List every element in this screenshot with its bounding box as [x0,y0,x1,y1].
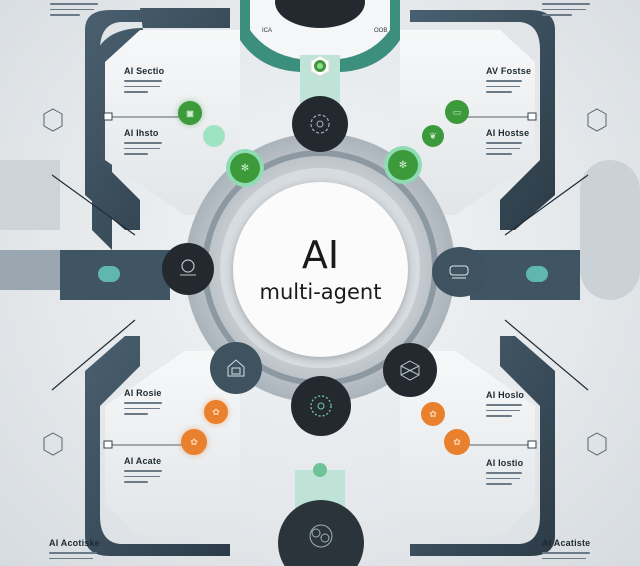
panel-item-title: AI Acate [124,456,162,466]
agent-node-bottom[interactable] [291,376,351,436]
orange-node-bl-2[interactable]: ✿ [181,429,207,455]
cube-network-icon [400,360,420,381]
hexagon-outline-icon [587,108,607,132]
panel-item-title: AI Rosie [124,388,162,398]
panel-item-title: AI Hoslo [486,390,525,400]
orange-node-bl-1[interactable]: ✿ [204,400,228,424]
chip-icon: ▣ [186,108,194,118]
green-node-tr-1[interactable]: ▭ [445,100,469,124]
molecule-icon: ✻ [240,162,250,174]
arc-note-right: OOB [374,28,388,34]
panel-item-title: AI Ihsto [124,128,159,138]
robot-arm-icon [449,265,469,279]
center-circle: AI multi-agent [233,182,408,357]
panel-bl-item-1: AI Rosie [124,388,162,415]
agent-node-lower-left[interactable] [210,342,262,394]
agent-node-left[interactable] [162,243,214,295]
panel-item-title: AI Hostse [486,128,530,138]
orange-node-br-1[interactable]: ✿ [421,402,445,426]
hexagon-outline-icon [43,108,63,132]
right-connector-button[interactable] [526,266,548,282]
top-left-notes [50,3,98,16]
agent-node-base[interactable] [278,500,364,566]
hexagon-outline-icon [43,432,63,456]
link-dot [313,463,327,477]
leaf-icon: ❦ [429,130,437,141]
footer-label-left: AI Acotiske [49,538,100,559]
network-cluster-icon [309,524,333,548]
panel-tl-item-1: AI Sectio [124,66,164,93]
center-title: AI [301,232,340,277]
panel-bl-item-2: AI Acate [124,456,162,483]
arc-note-left: ICA [262,28,273,34]
panel-item-title: AV Fostse [486,66,532,76]
green-node-tl-1[interactable]: ▣ [178,101,202,125]
hexagon-outline-icon [587,432,607,456]
green-node-tr-3[interactable]: ✻ [388,150,418,180]
green-node-tl-2[interactable]: ✻ [230,153,260,183]
brain-gear-icon [310,395,332,417]
top-right-notes [542,3,590,16]
molecule-icon: ✻ [398,159,408,171]
panel-item-title: AI Sectio [124,66,165,76]
cog-icon: ✿ [212,406,220,417]
panel-br-item-1: AI Hoslo [486,390,524,417]
left-connector-button[interactable] [98,266,120,282]
green-node-tr-2[interactable]: ❦ [422,125,444,147]
panel-tr-item-2: AI Hostse [486,128,529,155]
footer-label-right: AI Acatiste [542,538,590,559]
monitor-icon [180,259,196,276]
agent-node-right[interactable] [432,247,488,297]
panel-item-title: AI Iostio [486,458,524,468]
mint-node-tl [203,125,225,147]
footer-right-title: AI Acatiste [542,538,591,548]
gear-network-icon [310,114,330,134]
house-icon [227,359,245,377]
footer-left-title: AI Acotiske [49,538,100,548]
cog-icon: ✿ [190,436,198,447]
cog-icon: ✿ [453,436,461,447]
center-subtitle: multi-agent [259,279,382,304]
panel-tr-item-1: AV Fostse [486,66,531,93]
agent-node-lower-right[interactable] [383,343,437,397]
panel-tl-item-2: AI Ihsto [124,128,162,155]
panel-br-item-2: AI Iostio [486,458,523,485]
top-gem-icon [309,55,331,77]
agent-node-top[interactable] [292,96,348,152]
screen-icon: ▭ [452,106,462,117]
cog-icon: ✿ [429,408,437,419]
orange-node-br-2[interactable]: ✿ [444,429,470,455]
